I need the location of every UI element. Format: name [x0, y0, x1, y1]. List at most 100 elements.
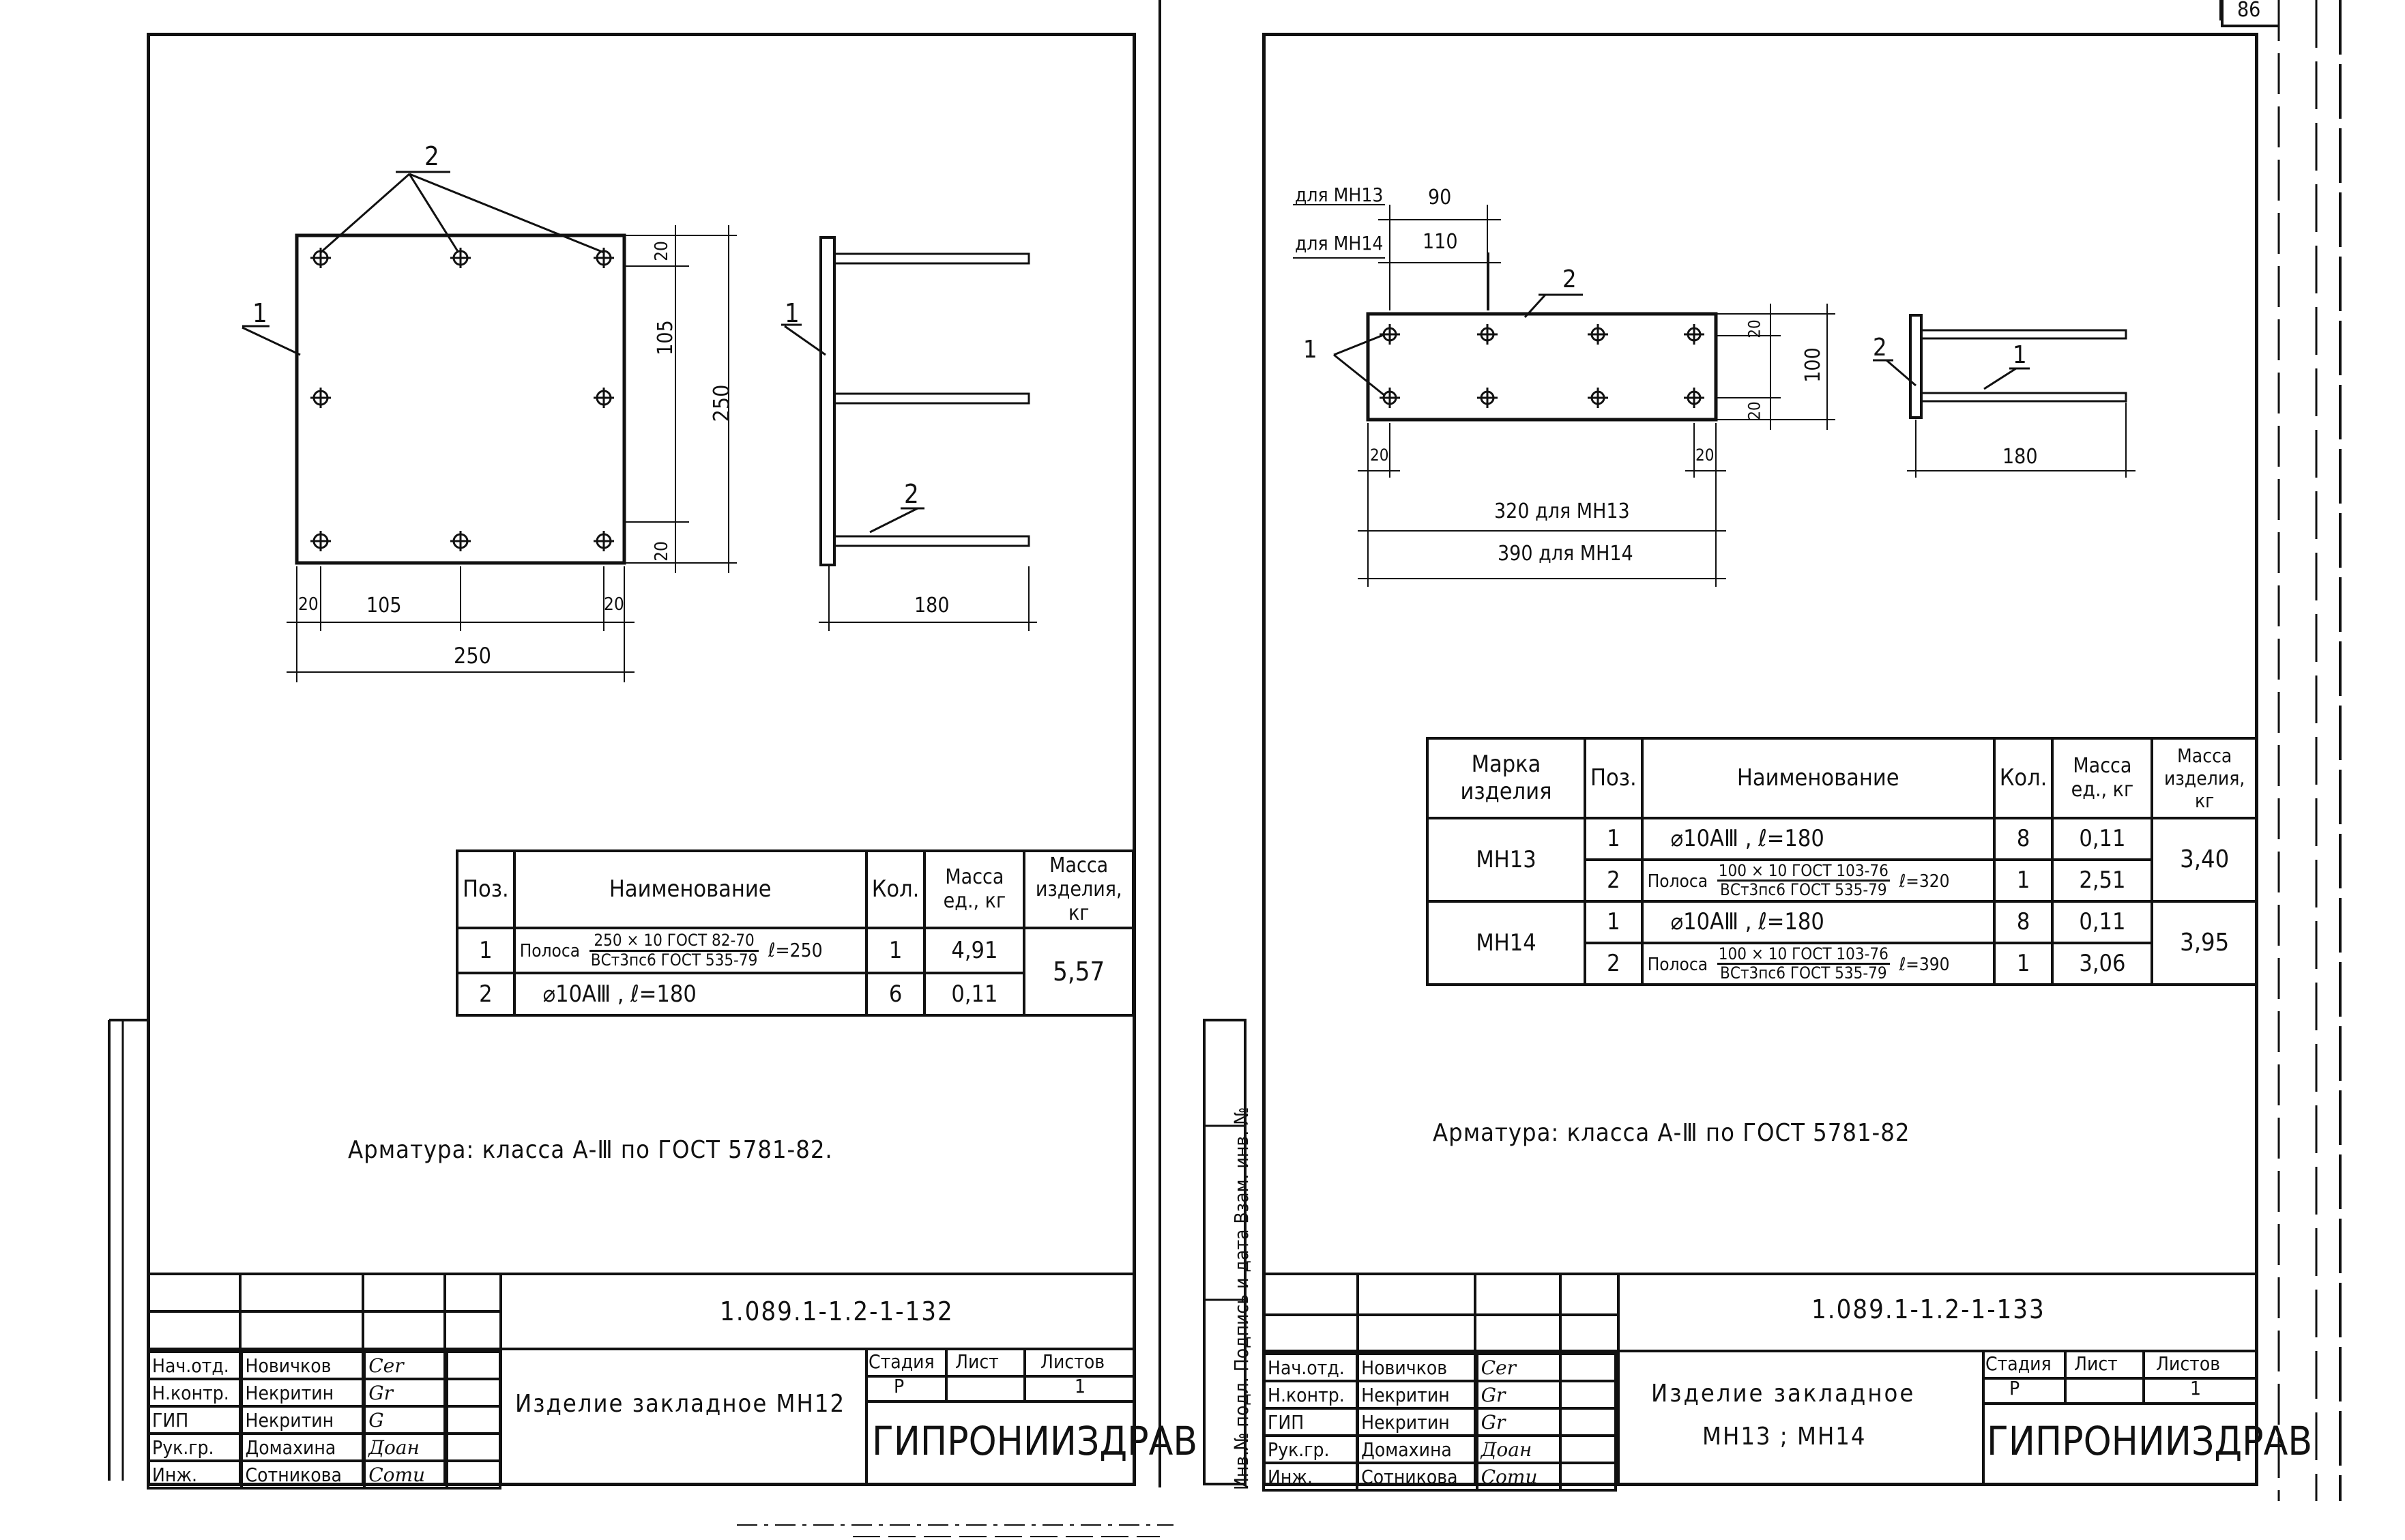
th-pos: Поз.: [1584, 737, 1644, 819]
mn14-row2-pos: 2: [1584, 941, 1644, 987]
tb-right-h-stage2: [1982, 1402, 2258, 1405]
mn14-row1-name: ⌀10АⅢ , ℓ=180: [1640, 899, 1996, 944]
row1-name-prefix: Полоса: [519, 941, 581, 962]
mn12-total-mass: 5,57: [1023, 926, 1135, 1017]
th-mark: Марка изделия: [1426, 737, 1586, 819]
sig-role: Н.контр.: [147, 1378, 243, 1408]
mn13-row1-mass: 0,11: [2051, 816, 2154, 861]
sig-name: Некритин: [1356, 1407, 1478, 1437]
mn13-dim-20-top: 20: [1745, 319, 1764, 338]
tb-right-v5: [1982, 1350, 1985, 1486]
mn14-row2-frac-top: 100 × 10 ГОСТ 103-76: [1717, 945, 1890, 965]
mn12-plate-view: [242, 171, 737, 682]
row1-fraction: 250 × 10 ГОСТ 82-70 ВСт3пс6 ГОСТ 535-79: [589, 932, 759, 968]
mn14-row1-pos: 1: [1584, 899, 1644, 944]
mn12-pos2-label: 2: [424, 141, 439, 171]
sig-mark: Соти: [1475, 1462, 1562, 1492]
sig-date: [446, 1405, 501, 1435]
mn13-side-pos2: 2: [1873, 334, 1887, 362]
mn14-row2-qty: 1: [1992, 941, 2054, 987]
mn13-pos2-label: 2: [1562, 265, 1577, 293]
mn14-row2-prefix: Полоса: [1647, 954, 1708, 975]
sig-name: Некритин: [1356, 1380, 1478, 1410]
mn13-row2-length: ℓ=320: [1899, 871, 1950, 892]
th-mass-item: Масса изделия, кг: [1023, 849, 1135, 929]
sig-role: ГИП: [147, 1405, 243, 1435]
mn12-side-dim-180: 180: [914, 594, 950, 618]
mn14-row1-mass: 0,11: [2051, 899, 2154, 944]
mn13-side-view: [1873, 314, 2136, 478]
sig-role: Нач.отд.: [1262, 1352, 1359, 1382]
sig-mark: Соти: [363, 1459, 449, 1490]
mn12-dim-105-h: 105: [366, 594, 402, 618]
mn12-dim-20-l: 20: [298, 594, 319, 615]
sig-role: Инж.: [1262, 1462, 1359, 1492]
tb-right-h-stage: [1982, 1377, 2258, 1380]
right-sheet-label: Лист: [2074, 1352, 2118, 1375]
sig-date: [1558, 1380, 1618, 1410]
mn13-row2-frac-bottom: ВСт3пс6 ГОСТ 535-79: [1720, 880, 1887, 899]
mn13-row2-qty: 1: [1992, 858, 2054, 903]
mn13-row1-name: ⌀10АⅢ , ℓ=180: [1640, 816, 1996, 861]
th-mass-unit: Масса ед., кг: [923, 849, 1026, 929]
mn12-dim-20-r: 20: [604, 594, 624, 615]
side-stamp-text: Инв.№ подл. Подпись и дата Взам. инв. №: [1230, 1107, 1253, 1490]
tb-right-v7: [2142, 1350, 2145, 1404]
mn12-spec-table: Поз. Наименование Кол. Масса ед., кг Мас…: [456, 849, 1135, 1017]
tb-left-v5: [865, 1348, 868, 1486]
mn12-dim-105-v: 105: [653, 320, 677, 355]
sig-name: Сотникова: [239, 1459, 366, 1490]
th-name: Наименование: [512, 849, 868, 929]
mn12-dim-250-h: 250: [454, 643, 491, 669]
sig-mark: Gr: [1475, 1380, 1562, 1410]
mn13-dim-20-bot: 20: [1745, 401, 1764, 420]
mn13-note: Арматура: класса А-Ⅲ по ГОСТ 5781-82: [1433, 1119, 1910, 1147]
mn13-dim-20-r: 20: [1695, 446, 1715, 465]
sig-date: [1558, 1352, 1618, 1382]
mn13-pos1-label: 1: [1303, 336, 1317, 364]
label-for-mn14: для МН14: [1295, 232, 1384, 255]
sig-name: Домахина: [239, 1432, 366, 1462]
mn12-dim-20-top: 20: [651, 241, 672, 261]
left-sheets-label: Листов: [1040, 1350, 1105, 1373]
row1-pos: 1: [456, 926, 516, 975]
left-sheets-value: 1: [1075, 1375, 1086, 1397]
sig-role: Н.контр.: [1262, 1380, 1359, 1410]
mn13-mn14-spec-table: Марка изделия Поз. Наименование Кол. Мас…: [1426, 737, 2258, 987]
left-org: ГИПРОНИИЗДРАВ: [872, 1418, 1198, 1464]
tb-left-line3: [147, 1348, 1136, 1350]
row1-mass: 4,91: [923, 926, 1026, 975]
tb-right-v6: [2064, 1350, 2067, 1404]
left-stage-label: Стадия: [869, 1350, 935, 1373]
right-drawing-title-2: МН13 ; МН14: [1702, 1423, 1867, 1451]
tb-right-v4: [1617, 1273, 1620, 1486]
mn12-side-pos2: 2: [904, 479, 919, 509]
row1-name: Полоса 250 × 10 ГОСТ 82-70 ВСт3пс6 ГОСТ …: [512, 926, 868, 975]
sig-mark: Gr: [1475, 1407, 1562, 1437]
mn13-row2-mass: 2,51: [2051, 858, 2154, 903]
mn13-row1-qty: 8: [1992, 816, 2054, 861]
sig-date: [1558, 1434, 1618, 1464]
sig-role: Рук.гр.: [147, 1432, 243, 1462]
row1-frac-top: 250 × 10 ГОСТ 82-70: [589, 932, 759, 952]
dim-320: 320 для МН13: [1494, 499, 1630, 523]
sig-role: Инж.: [147, 1459, 243, 1490]
row1-length: ℓ=250: [768, 939, 823, 962]
sig-date: [446, 1350, 501, 1380]
th-qty: Кол.: [1992, 737, 2054, 819]
mark-mn14: МН14: [1426, 899, 1586, 987]
sig-name: Сотникова: [1356, 1462, 1478, 1492]
mn13-dim-100: 100: [1801, 347, 1825, 383]
sig-name: Некритин: [239, 1378, 366, 1408]
mn14-row2-name: Полоса 100 × 10 ГОСТ 103-76 ВСт3пс6 ГОСТ…: [1640, 941, 1996, 987]
mn13-side-pos1: 1: [2013, 341, 2027, 369]
tb-left-h-stage2: [865, 1400, 1136, 1403]
sig-mark: Доан: [363, 1432, 449, 1462]
tb-left-line2: [147, 1310, 501, 1313]
mn14-row1-qty: 8: [1992, 899, 2054, 944]
row1-qty: 1: [864, 926, 927, 975]
label-for-mn13: для МН13: [1295, 184, 1384, 206]
